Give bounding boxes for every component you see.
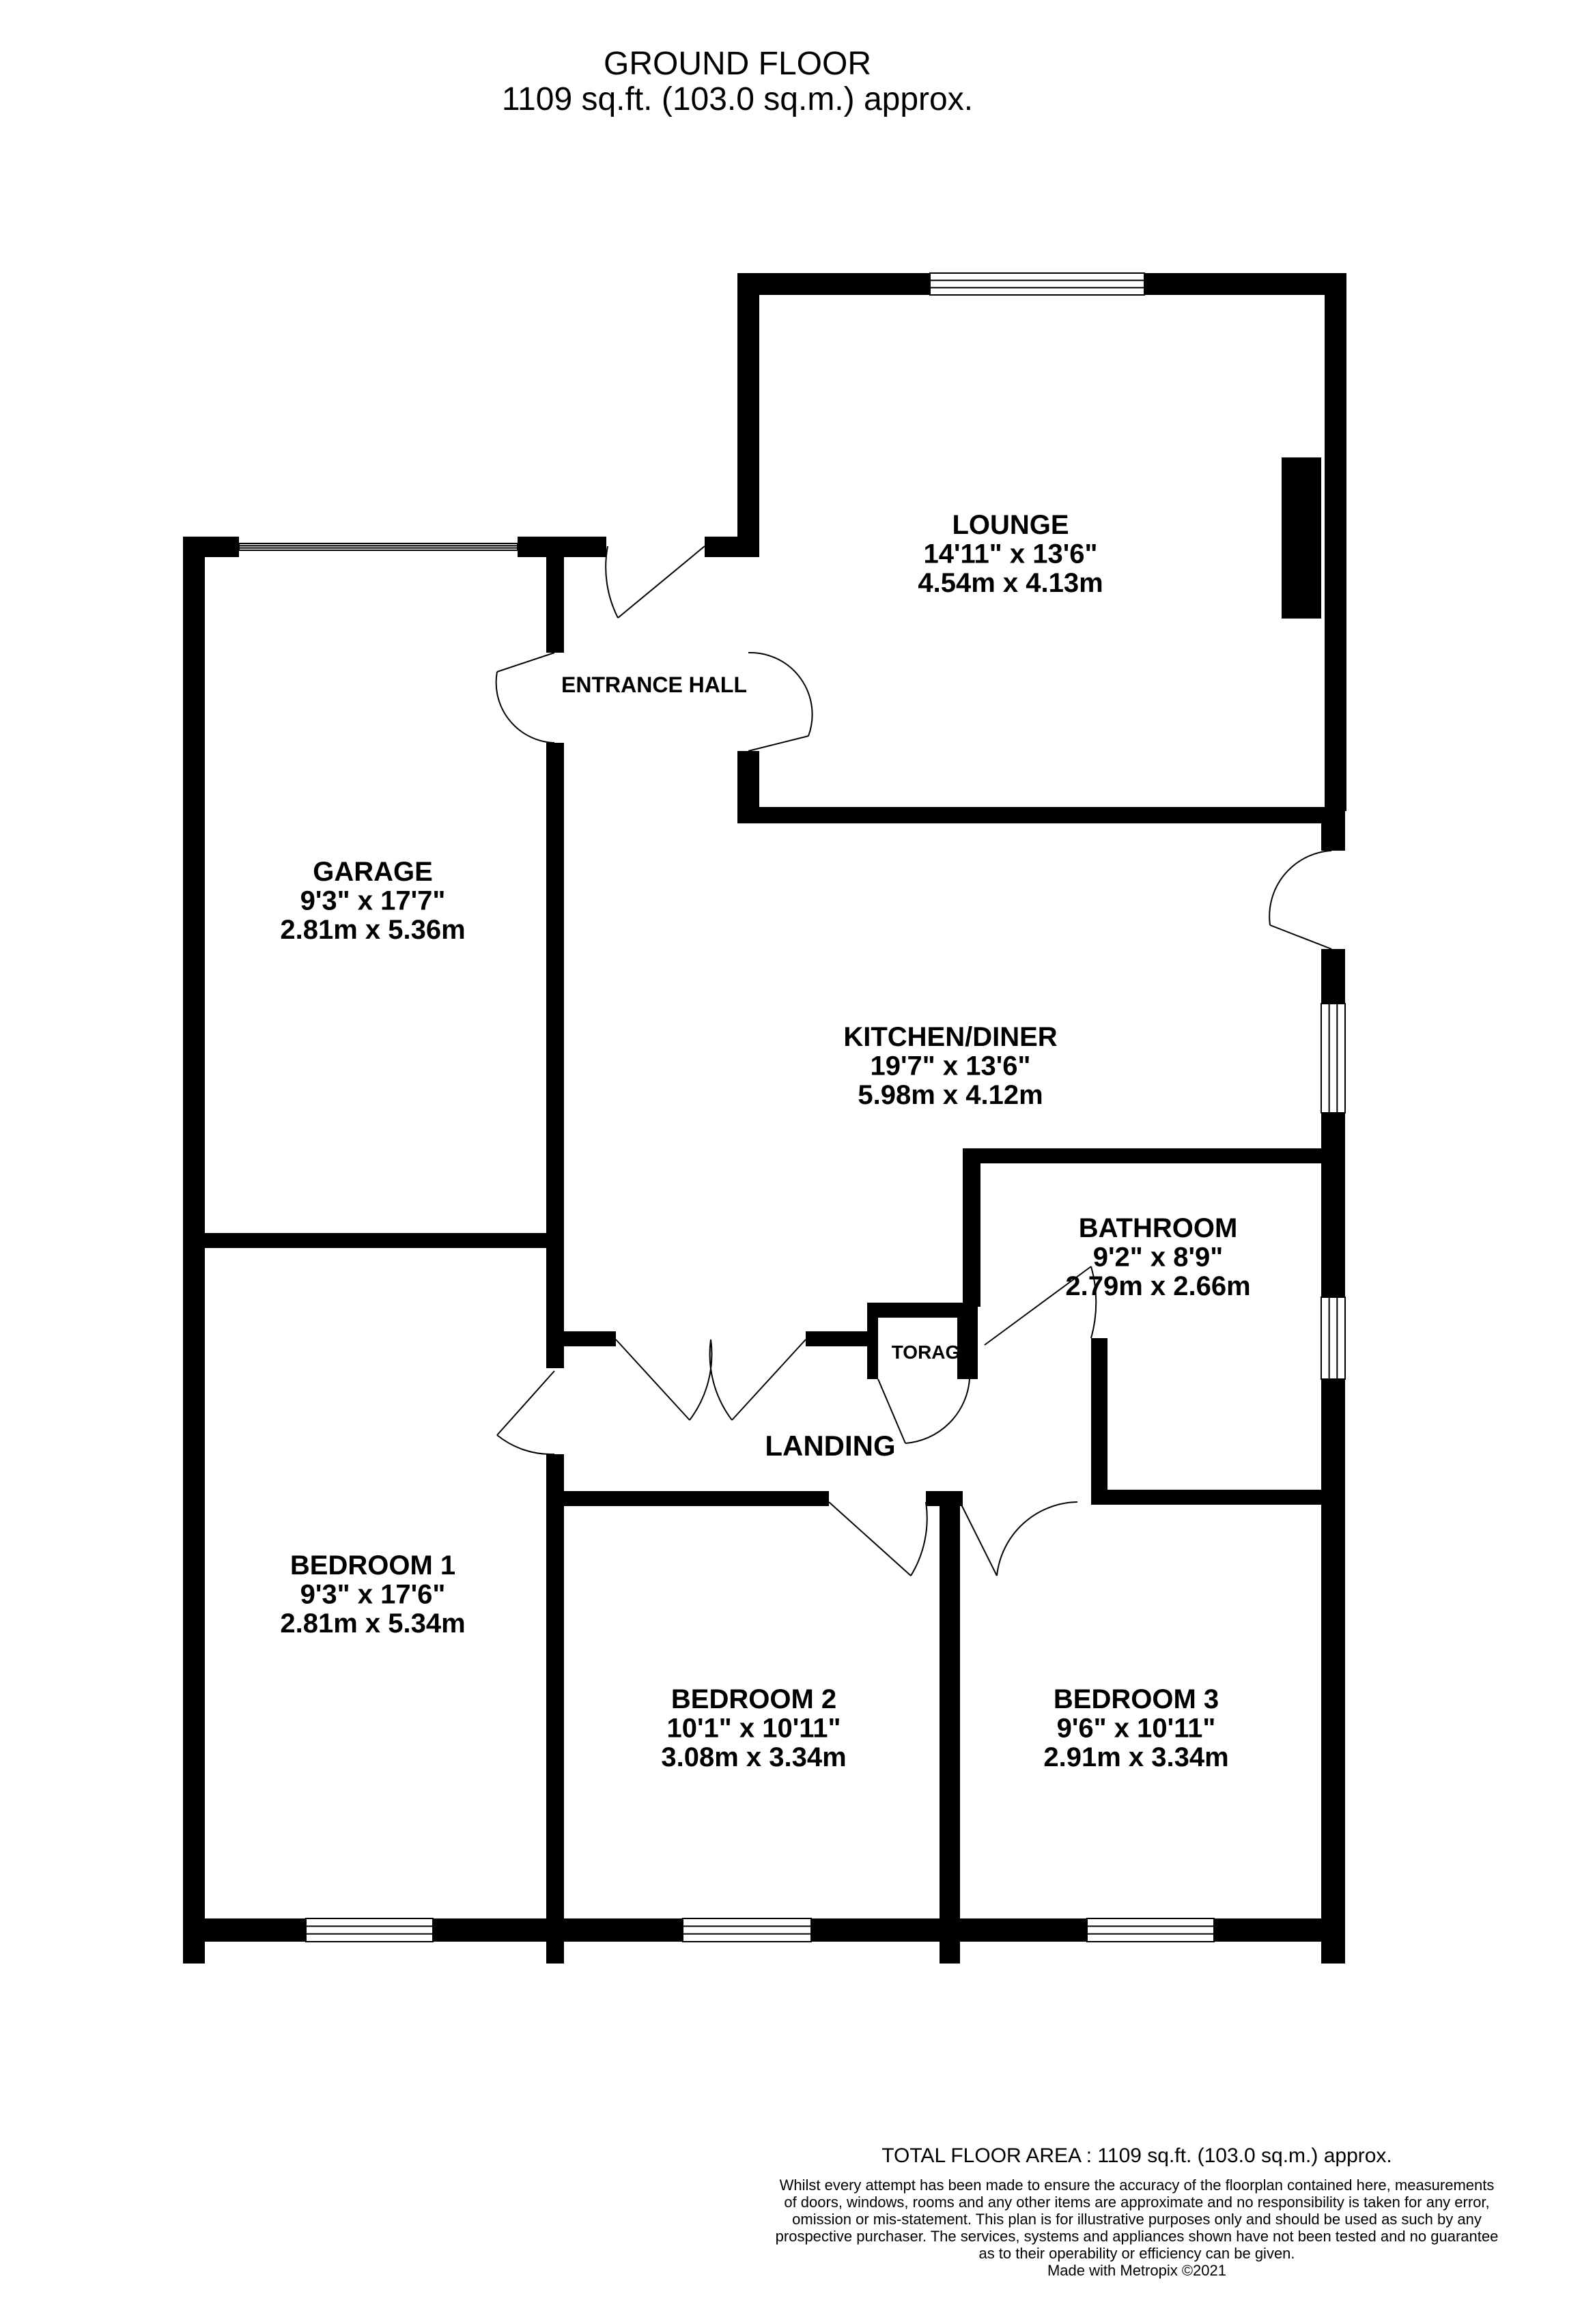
disclaimer-line: as to their operability or efficiency ca… bbox=[978, 2245, 1295, 2262]
door bbox=[496, 1370, 555, 1456]
room-bedroom3-imperial: 9'6" x 10'11" bbox=[1057, 1713, 1216, 1743]
wall-segment bbox=[1321, 949, 1345, 1004]
room-lounge-name: LOUNGE bbox=[952, 510, 1069, 540]
wall-segment bbox=[806, 1331, 877, 1346]
wall-segment bbox=[1321, 1113, 1345, 1297]
door bbox=[605, 545, 705, 619]
disclaimer-line: Whilst every attempt has been made to en… bbox=[779, 2177, 1495, 2194]
wall-segment bbox=[183, 537, 205, 1964]
door bbox=[709, 1339, 806, 1421]
room-landing: LANDING bbox=[765, 1430, 895, 1462]
room-garage-metric: 2.81m x 5.36m bbox=[280, 915, 465, 945]
floor-area: 1109 sq.ft. (103.0 sq.m.) approx. bbox=[501, 81, 974, 117]
window bbox=[1086, 1918, 1215, 1942]
door bbox=[877, 1378, 970, 1444]
room-garage-imperial: 9'3" x 17'7" bbox=[300, 885, 446, 916]
door bbox=[959, 1501, 1078, 1576]
wall-segment bbox=[546, 743, 564, 1368]
door bbox=[984, 1266, 1097, 1346]
disclaimer-line: of doors, windows, rooms and any other i… bbox=[784, 2194, 1490, 2211]
disclaimer-line: prospective purchaser. The services, sys… bbox=[775, 2228, 1499, 2245]
disclaimer: Whilst every attempt has been made to en… bbox=[717, 2177, 1557, 2279]
wall-segment bbox=[737, 273, 938, 295]
room-bathroom-imperial: 9'2" x 8'9" bbox=[1093, 1242, 1223, 1272]
room-bedroom2: BEDROOM 210'1" x 10'11"3.08m x 3.34m bbox=[661, 1684, 846, 1772]
wall-segment bbox=[1325, 273, 1346, 811]
wall-segment bbox=[1091, 1338, 1107, 1502]
door bbox=[615, 1339, 713, 1421]
room-lounge-metric: 4.54m x 4.13m bbox=[918, 568, 1103, 598]
windows bbox=[238, 272, 1346, 1942]
room-storage-name: TORAG bbox=[892, 1342, 961, 1363]
wall-segment bbox=[737, 273, 759, 553]
room-bedroom3-metric: 2.91m x 3.34m bbox=[1043, 1742, 1228, 1772]
wall-segment bbox=[546, 537, 564, 653]
wall-segment bbox=[546, 1454, 564, 1964]
disclaimer-line: Made with Metropix ©2021 bbox=[1047, 2262, 1226, 2279]
total-floor-area: TOTAL FLOOR AREA : 1109 sq.ft. (103.0 sq… bbox=[881, 2144, 1392, 2167]
wall-segment bbox=[1144, 273, 1345, 295]
window bbox=[1321, 1296, 1346, 1380]
wall-segment bbox=[546, 1331, 616, 1346]
room-storage: TORAG bbox=[892, 1342, 961, 1363]
room-bathroom-name: BATHROOM bbox=[1079, 1213, 1238, 1243]
wall-segment bbox=[564, 1491, 829, 1506]
room-bedroom3-name: BEDROOM 3 bbox=[1054, 1684, 1219, 1714]
room-bedroom1-metric: 2.81m x 5.34m bbox=[280, 1609, 465, 1639]
room-entrance-name: ENTRANCE HALL bbox=[561, 672, 747, 697]
door bbox=[495, 652, 555, 743]
wall-segment bbox=[963, 1148, 980, 1307]
window bbox=[1321, 1003, 1346, 1114]
room-bedroom1: BEDROOM 19'3" x 17'6"2.81m x 5.34m bbox=[280, 1550, 465, 1639]
wall-segment bbox=[1321, 1379, 1345, 1964]
wall-segment bbox=[705, 537, 759, 557]
wall-segment bbox=[963, 1148, 1325, 1163]
room-kitchen-imperial: 19'7" x 13'6" bbox=[871, 1051, 1031, 1081]
room-kitchen-metric: 5.98m x 4.12m bbox=[858, 1080, 1043, 1110]
wall-segment bbox=[433, 1918, 683, 1942]
window bbox=[305, 1918, 434, 1942]
walls bbox=[183, 273, 1346, 1964]
doors bbox=[495, 545, 1332, 1576]
room-landing-name: LANDING bbox=[765, 1430, 895, 1462]
wall-segment bbox=[867, 1303, 970, 1318]
room-bedroom1-imperial: 9'3" x 17'6" bbox=[300, 1579, 446, 1609]
wall-segment bbox=[737, 807, 1331, 823]
wall-segment bbox=[957, 1303, 978, 1379]
room-bathroom-metric: 2.79m x 2.66m bbox=[1065, 1271, 1250, 1301]
window bbox=[682, 1918, 812, 1942]
wall-segment bbox=[194, 1233, 563, 1248]
floor-title: GROUND FLOOR bbox=[603, 46, 871, 82]
disclaimer-line: omission or mis-statement. This plan is … bbox=[792, 2211, 1482, 2228]
wall-segment bbox=[811, 1918, 1087, 1942]
room-bedroom1-name: BEDROOM 1 bbox=[290, 1550, 455, 1581]
room-kitchen-name: KITCHEN/DINER bbox=[843, 1022, 1057, 1052]
wall-segment bbox=[940, 1491, 960, 1964]
wall-segment bbox=[1321, 807, 1345, 851]
room-lounge-imperial: 14'11" x 13'6" bbox=[924, 539, 1098, 569]
room-bedroom2-metric: 3.08m x 3.34m bbox=[661, 1742, 846, 1772]
door bbox=[1269, 850, 1332, 950]
room-bedroom2-name: BEDROOM 2 bbox=[671, 1684, 836, 1714]
room-entrance: ENTRANCE HALL bbox=[561, 672, 747, 697]
window bbox=[929, 272, 1145, 296]
wall-segment bbox=[1091, 1490, 1325, 1505]
fireplace bbox=[1282, 457, 1321, 619]
room-bedroom3: BEDROOM 39'6" x 10'11"2.91m x 3.34m bbox=[1043, 1684, 1228, 1772]
door bbox=[748, 651, 813, 752]
wall-segment bbox=[183, 1918, 306, 1942]
window bbox=[238, 543, 518, 551]
door bbox=[828, 1501, 928, 1576]
room-bedroom2-imperial: 10'1" x 10'11" bbox=[667, 1713, 841, 1743]
wall-segment bbox=[1214, 1918, 1345, 1942]
room-garage-name: GARAGE bbox=[313, 857, 433, 887]
